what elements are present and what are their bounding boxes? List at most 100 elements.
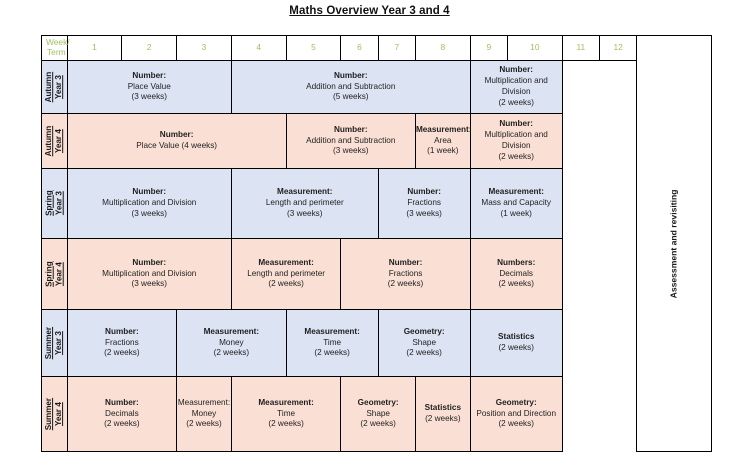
page-title: Maths Overview Year 3 and 4 xyxy=(289,5,450,17)
header-week-3: 3 xyxy=(176,35,232,61)
topic-title: Measurement: xyxy=(415,124,472,134)
topic-title: Measurement: xyxy=(304,326,360,336)
row-label-season: Spring xyxy=(44,261,54,287)
topic-title: Number: xyxy=(388,257,423,267)
topic-subject: Multiplication and Division xyxy=(102,268,197,278)
topic-cell: Geometry:Position and Direction(2 weeks) xyxy=(469,376,563,452)
topic-subject: Shape xyxy=(412,337,437,347)
topic-cell: Number:Fractions(2 weeks) xyxy=(340,238,471,310)
topic-duration: (2 weeks) xyxy=(314,348,350,358)
topic-title: Statistics xyxy=(424,403,462,413)
topic-subject: (2 weeks) xyxy=(498,343,534,352)
topic-cell: Number:Place Value(3 weeks) xyxy=(66,60,232,114)
topic-duration: (2 weeks) xyxy=(498,279,534,289)
topic-title: Number: xyxy=(407,187,441,197)
header-week-1: 1 xyxy=(66,35,123,61)
topic-duration: (1 week) xyxy=(427,146,459,156)
header-week-4: 4 xyxy=(230,35,287,61)
row-label-season: Summer xyxy=(44,326,54,360)
topic-title: Number: xyxy=(499,65,534,75)
topic-duration: (2 weeks) xyxy=(104,419,140,429)
topic-subject: Shape xyxy=(366,408,390,418)
topic-title: Number: xyxy=(105,397,139,407)
topic-title: Number: xyxy=(132,70,167,80)
topic-title: Number: xyxy=(132,187,167,197)
topic-subject: Addition and Subtraction xyxy=(306,135,396,145)
row-label-season: Spring xyxy=(44,190,54,217)
topic-subject: Multiplication and Division xyxy=(102,198,197,208)
topic-subject: Area xyxy=(434,135,452,145)
topic-duration: (3 weeks) xyxy=(131,208,168,218)
topic-subject: Fractions xyxy=(407,198,441,208)
topic-subject: Time xyxy=(277,408,296,418)
header-week-11: 11 xyxy=(561,35,601,61)
topic-cell: Measurement:Time(2 weeks) xyxy=(230,376,342,452)
topic-cell: Number:Multiplication and Division(3 wee… xyxy=(66,168,232,239)
topic-cell: Number:Addition and Subtraction(5 weeks) xyxy=(230,60,471,114)
row-label-year: Year 4 xyxy=(54,402,64,426)
topic-subject: Fractions xyxy=(388,268,423,278)
header-week-10: 10 xyxy=(506,35,563,61)
row-label-season: Autumn xyxy=(44,125,54,157)
topic-cell: Number:Addition and Subtraction(3 weeks) xyxy=(285,113,416,169)
header-week-7: 7 xyxy=(377,35,416,61)
topic-subject: Multiplication and Division xyxy=(484,130,548,150)
topic-title: Statistics xyxy=(498,332,535,342)
header-week-9: 9 xyxy=(469,35,508,61)
topic-title: Number: xyxy=(333,124,368,134)
topic-duration: (3 weeks) xyxy=(406,208,442,218)
topic-subject: Length and perimeter xyxy=(265,198,344,208)
topic-title: Number: xyxy=(499,119,534,129)
header-corner-line2: Term xyxy=(47,47,66,57)
row-label-year: Year 3 xyxy=(54,75,64,99)
topic-subject: Fractions xyxy=(105,337,139,347)
topic-title: Number: xyxy=(159,130,194,140)
row-label-year: Year 3 xyxy=(54,331,64,355)
topic-title: Measurement: xyxy=(203,326,260,336)
topic-cell: Number:Fractions(3 weeks) xyxy=(377,168,471,239)
topic-title: Measurement: xyxy=(277,187,333,197)
topic-duration: (2 weeks) xyxy=(387,279,424,289)
topic-cell: Geometry:Shape(2 weeks) xyxy=(340,376,416,452)
topic-duration: (5 weeks) xyxy=(333,92,369,102)
assessment-and-revisiting-label: Assessment and revisiting xyxy=(668,189,679,298)
topic-subject: Decimals xyxy=(499,268,534,278)
topic-subject: Decimals xyxy=(105,408,139,418)
topic-title: Geometry: xyxy=(403,326,445,336)
topic-subject: Money xyxy=(219,337,244,347)
topic-title: Measurement: xyxy=(488,187,544,197)
topic-subject: Multiplication and Division xyxy=(484,76,548,96)
topic-duration: (2 weeks) xyxy=(104,348,140,358)
topic-duration: (2 weeks) xyxy=(186,419,222,429)
topic-cell: Number:Multiplication and Division(2 wee… xyxy=(469,60,563,114)
assessment-and-revisiting-cell: Assessment and revisiting xyxy=(636,35,712,452)
header-week-12: 12 xyxy=(598,35,638,61)
topic-subject: Mass and Capacity xyxy=(481,198,552,208)
topic-subject: Addition and Subtraction xyxy=(306,81,396,91)
topic-duration: (2 weeks) xyxy=(498,151,534,161)
topic-duration: (3 weeks) xyxy=(131,279,168,289)
topic-cell: Number:Decimals(2 weeks) xyxy=(66,376,178,452)
topic-subject: Position and Direction xyxy=(476,408,557,418)
topic-duration: (2 weeks) xyxy=(498,419,534,429)
header-week-6: 6 xyxy=(340,35,379,61)
header-week-5: 5 xyxy=(285,35,342,61)
topic-subject: Money xyxy=(191,408,217,418)
topic-cell: Measurement:Length and perimeter(3 weeks… xyxy=(230,168,379,239)
topic-subject: (2 weeks) xyxy=(425,414,461,423)
topic-cell: Number:Place Value (4 weeks) xyxy=(66,113,287,169)
topic-cell: Number:Multiplication and Division(2 wee… xyxy=(469,113,563,169)
topic-title: Number: xyxy=(132,257,167,267)
row-label-year: Year 4 xyxy=(54,129,64,153)
topic-cell: Number:Fractions(2 weeks) xyxy=(66,309,178,377)
